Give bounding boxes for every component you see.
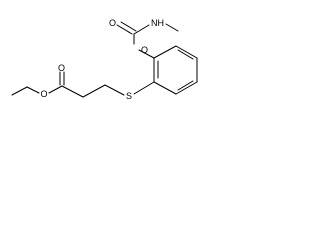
bond-ring-o-carbamate xyxy=(138,49,155,59)
bond-s-ring xyxy=(133,81,155,95)
bond-o-ester-carbonyl xyxy=(48,85,63,94)
bond-carbamate-c-o-double-2 xyxy=(120,21,137,32)
bond-carbamate-c-n xyxy=(133,24,150,35)
bond-ch2-o-ester xyxy=(26,86,40,94)
atom-o-ester-single: O xyxy=(41,89,48,99)
structure-canvas: O O S O O NH xyxy=(0,0,225,125)
ring-inner-bond-3 xyxy=(177,80,194,91)
ring-bond-2 xyxy=(153,45,177,59)
bond-ch2-s xyxy=(104,84,125,96)
atom-s-thioether: S xyxy=(126,91,132,101)
bond-carbamate-c-o-double-1 xyxy=(116,24,133,35)
atom-o-carbamate-carbonyl: O xyxy=(109,18,116,28)
bond-ch2-ch2 xyxy=(82,84,106,98)
atom-o-ester-carbonyl: O xyxy=(58,63,65,73)
bond-ch3-ch2 xyxy=(11,86,28,96)
molecule-structure: O O S O O NH xyxy=(11,18,198,101)
ring-bond-6 xyxy=(153,81,177,95)
atom-o-carbamate-ether: O xyxy=(141,45,148,55)
ring-inner-bond-2 xyxy=(177,49,194,60)
ring-bond-5 xyxy=(175,81,198,95)
bond-carbonyl-ch2 xyxy=(61,85,84,98)
bond-n-ch3 xyxy=(165,23,179,32)
ring-bond-3 xyxy=(175,45,198,59)
atom-nh-carbamate: NH xyxy=(151,18,164,28)
